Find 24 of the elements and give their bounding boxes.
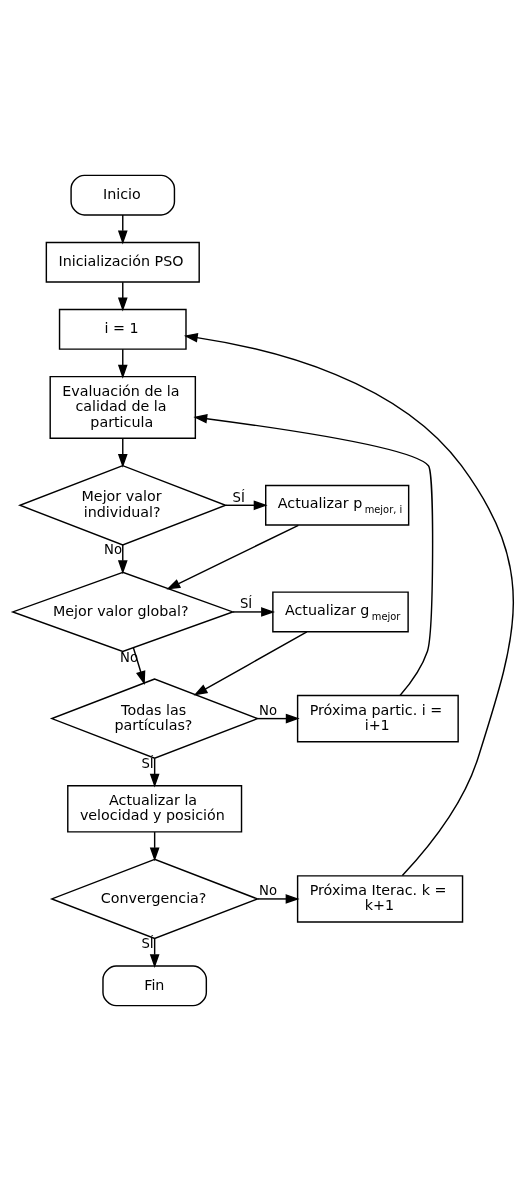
edge-label: No [259, 702, 277, 718]
node-box: Evaluación de la calidad de la particula [49, 375, 197, 439]
node-box: Próxima Iterac. k = k+1 [296, 874, 464, 923]
arrow [193, 630, 308, 696]
edge-label: SÍ [232, 489, 245, 505]
arrow [132, 646, 146, 685]
edge-label: SÍ [239, 595, 253, 611]
arrow [193, 413, 434, 696]
node-box: Fin [102, 964, 208, 1006]
node-box: Actualizar la velocidad y posición [67, 784, 243, 833]
node-box: Actualizar g$_{mejor}$ [272, 590, 409, 632]
arrow [166, 524, 300, 590]
arrow [256, 713, 300, 723]
node-box: i = 1 [58, 308, 187, 350]
arrow [225, 499, 268, 510]
node-box: Inicialización PSO [45, 241, 200, 283]
node-box: Inicio [70, 174, 176, 216]
arrow [256, 893, 300, 904]
edge-label: No [259, 882, 277, 898]
node-box: Actualizar p$_{mejor, i}$ [265, 484, 410, 526]
arrow [183, 332, 515, 876]
arrow [232, 606, 275, 617]
node-diamond: Mejor valor global? [10, 571, 235, 652]
node-box: Próxima partic. i = i+1 [296, 694, 459, 742]
